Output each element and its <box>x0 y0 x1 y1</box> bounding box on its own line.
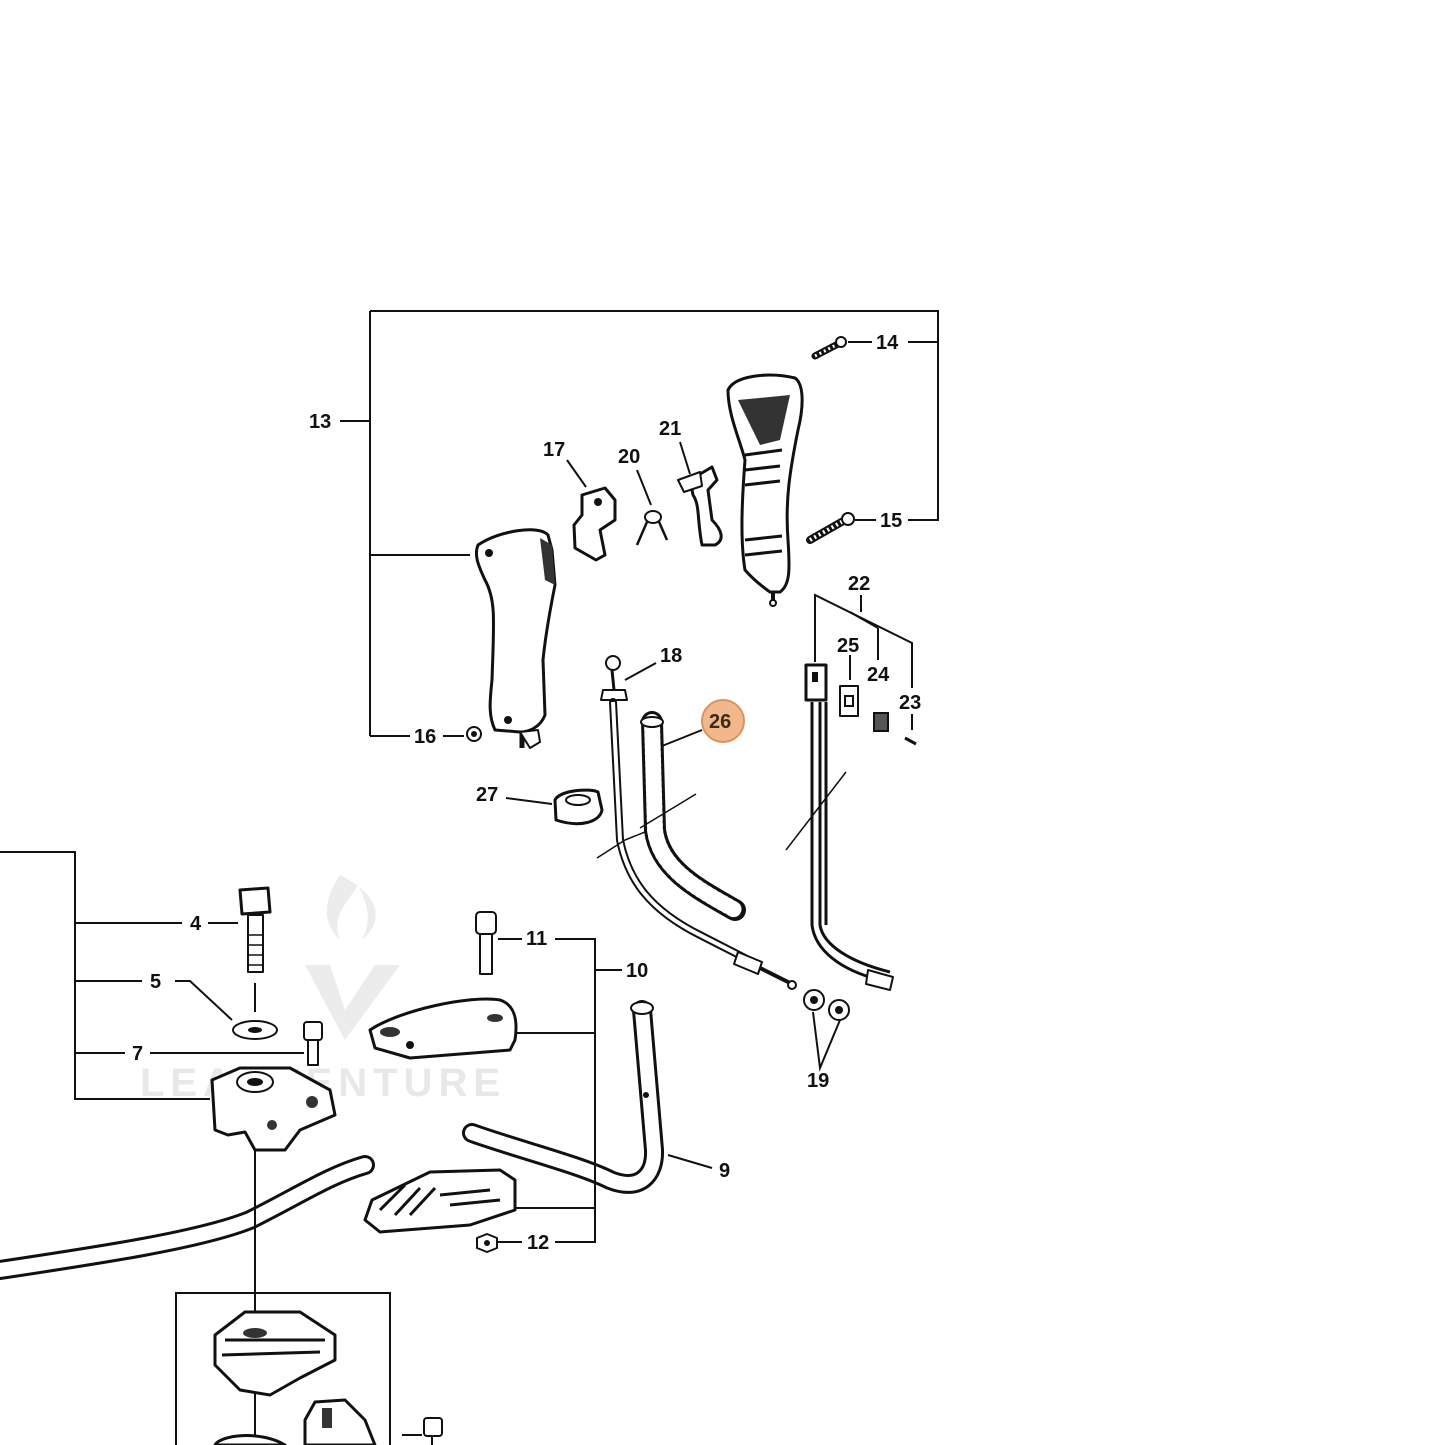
part-12-nut <box>476 1233 498 1253</box>
part-27-clip <box>505 788 604 826</box>
part-22-wiring-harness <box>785 593 913 991</box>
left-handlebar-tube <box>0 1155 375 1280</box>
part-15-screw <box>806 512 855 544</box>
label-21[interactable]: 21 <box>659 418 681 440</box>
part-5-washer <box>232 1020 278 1040</box>
handle-left-half <box>474 528 557 749</box>
part-16-nut <box>443 726 482 742</box>
left-clamp-bracket-lines <box>0 851 304 1100</box>
group-13-bracket <box>340 310 939 737</box>
upper-clamp-half <box>368 997 518 1060</box>
part-21-trigger <box>677 465 723 547</box>
label-16[interactable]: 16 <box>414 726 436 748</box>
label-19[interactable]: 19 <box>807 1070 829 1092</box>
label-27[interactable]: 27 <box>476 784 498 806</box>
part-7-bolt <box>303 1021 323 1066</box>
watermark-logo-icon <box>305 875 400 1040</box>
part-4-bolt <box>238 886 272 973</box>
label-24[interactable]: 24 <box>867 664 890 686</box>
leader-lines <box>566 441 691 506</box>
part-9-handlebar-tube <box>462 1000 713 1194</box>
label-7[interactable]: 7 <box>132 1043 143 1065</box>
label-5[interactable]: 5 <box>150 971 161 993</box>
label-12[interactable]: 12 <box>527 1232 549 1254</box>
part-11-bolt <box>475 911 497 975</box>
label-11[interactable]: 11 <box>526 928 547 950</box>
part-number-labels: 4 5 7 9 10 11 12 13 14 15 16 17 18 19 20… <box>132 332 921 1254</box>
part-23-pin <box>904 736 917 746</box>
part-25-plate <box>839 685 859 717</box>
label-4[interactable]: 4 <box>190 913 202 935</box>
left-clamp-block <box>210 1066 337 1152</box>
lower-clamp-half <box>363 1168 517 1234</box>
label-17[interactable]: 17 <box>543 439 565 461</box>
watermark: LEADVENTURE <box>140 875 500 1105</box>
group-10-bracket <box>498 938 622 1243</box>
handle-right-half <box>726 373 804 607</box>
label-14[interactable]: 14 <box>876 332 899 354</box>
lower-mount-assembly <box>175 1150 443 1445</box>
label-26[interactable]: 26 <box>709 711 731 733</box>
label-9[interactable]: 9 <box>719 1160 730 1182</box>
label-22[interactable]: 22 <box>848 573 870 595</box>
label-18[interactable]: 18 <box>660 645 682 667</box>
label-23[interactable]: 23 <box>899 692 921 714</box>
highlight-marker <box>701 699 745 743</box>
label-10[interactable]: 10 <box>626 960 648 982</box>
part-19-nuts <box>803 989 850 1072</box>
part-24-connector <box>873 712 889 732</box>
part-18-throttle-cable <box>596 655 797 990</box>
part-17-lever <box>572 486 617 562</box>
part-26-corrugated-hose <box>639 711 746 921</box>
part-20-spring <box>635 510 669 546</box>
label-15[interactable]: 15 <box>880 510 902 532</box>
label-20[interactable]: 20 <box>618 446 640 468</box>
label-13[interactable]: 13 <box>309 411 331 433</box>
part-14-screw <box>811 336 847 360</box>
label-25[interactable]: 25 <box>837 635 859 657</box>
